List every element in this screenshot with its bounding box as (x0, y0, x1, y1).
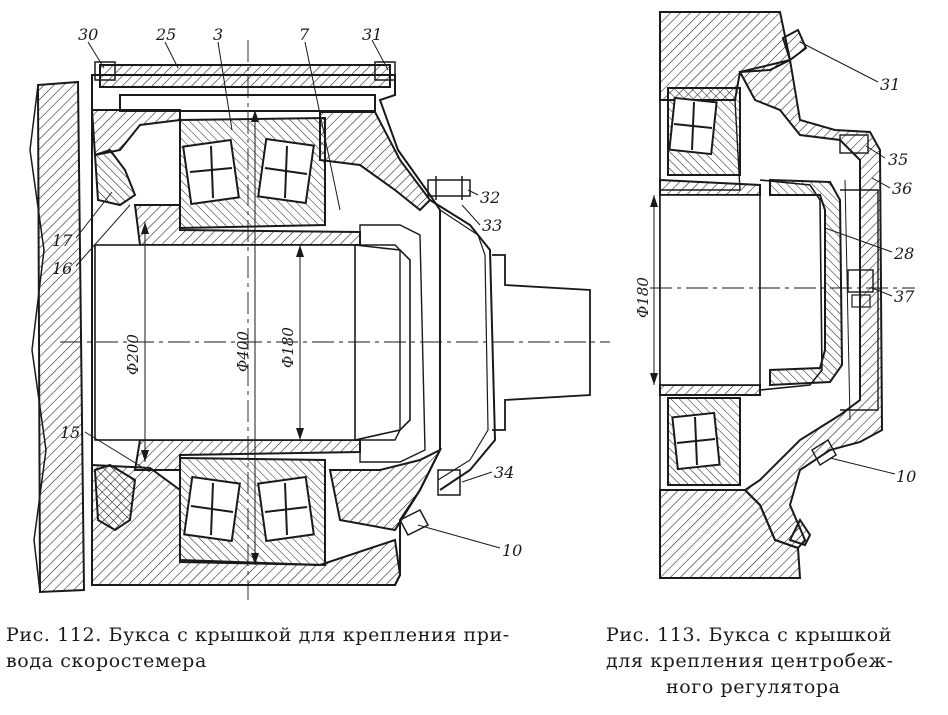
callout-113-35: 35 (888, 150, 908, 169)
part-37 (847, 269, 874, 293)
bolt-34 (437, 469, 461, 496)
grease-nipple-113 (811, 439, 837, 466)
figure-112-caption: Рис. 112. Букса с крышкой для крепления … (6, 622, 581, 674)
callout-3: 3 (213, 25, 223, 44)
regulator-sleeve-28 (769, 178, 844, 387)
figure-113-caption: Рис. 113. Букса с крышкой для крепления … (606, 622, 946, 700)
housing-upper-hatched (90, 109, 181, 157)
axle-113 (659, 194, 761, 386)
dimension-180-right: Φ180 (634, 277, 652, 318)
callout-113-28: 28 (893, 244, 914, 263)
leader-lines-right (799, 41, 896, 475)
housing-lower-hatched (91, 463, 402, 586)
figure-113-axlebox-drawing (650, 11, 915, 579)
drive-cover (429, 199, 497, 491)
top-cover (99, 64, 391, 88)
dimension-400: Φ400 (234, 331, 252, 372)
axle-journal (94, 244, 356, 441)
grease-nipple-10 (398, 509, 430, 536)
labyrinth-seal-top (93, 148, 137, 207)
figure-112-axlebox-drawing (29, 39, 610, 600)
callout-17: 17 (52, 231, 73, 250)
end-cap (359, 224, 426, 463)
callout-10: 10 (502, 541, 522, 560)
drive-shaft-stub (492, 254, 591, 431)
callout-113-31: 31 (880, 75, 900, 94)
figure-112-labels: 30 25 3 7 31 32 33 17 16 15 34 10 Φ200 Φ… (52, 25, 522, 560)
caption-113-line-3: ного регулятора (666, 676, 841, 698)
callout-16: 16 (52, 259, 72, 278)
frame-wall-left (36, 80, 86, 594)
dimension-200: Φ200 (124, 334, 142, 375)
dimension-180-left: Φ180 (279, 327, 297, 368)
callout-25: 25 (155, 25, 176, 44)
callout-30: 30 (78, 25, 98, 44)
callout-113-36: 36 (892, 179, 912, 198)
regulator-cover (738, 58, 884, 550)
caption-113-line-2: для крепления центробеж- (606, 650, 894, 672)
leader-lines-left (75, 39, 501, 549)
callout-31: 31 (362, 25, 382, 44)
caption-113-line-1: Рис. 113. Букса с крышкой (606, 624, 893, 646)
callout-34: 34 (494, 463, 514, 482)
callout-113-10: 10 (896, 467, 916, 486)
callout-113-37: 37 (894, 287, 915, 306)
bolt-32 (427, 176, 471, 200)
labyrinth-seal-bottom (93, 463, 137, 532)
figure-113-labels: 31 35 36 28 37 10 Φ180 (634, 75, 916, 486)
callout-7: 7 (299, 25, 310, 44)
callout-15: 15 (60, 423, 80, 442)
callout-32: 32 (480, 188, 500, 207)
caption-112-line-1: Рис. 112. Букса с крышкой для крепления … (6, 624, 510, 646)
caption-112-line-2: вода скоростемера (6, 650, 207, 672)
callout-33: 33 (482, 216, 502, 235)
screw-35 (839, 134, 869, 154)
